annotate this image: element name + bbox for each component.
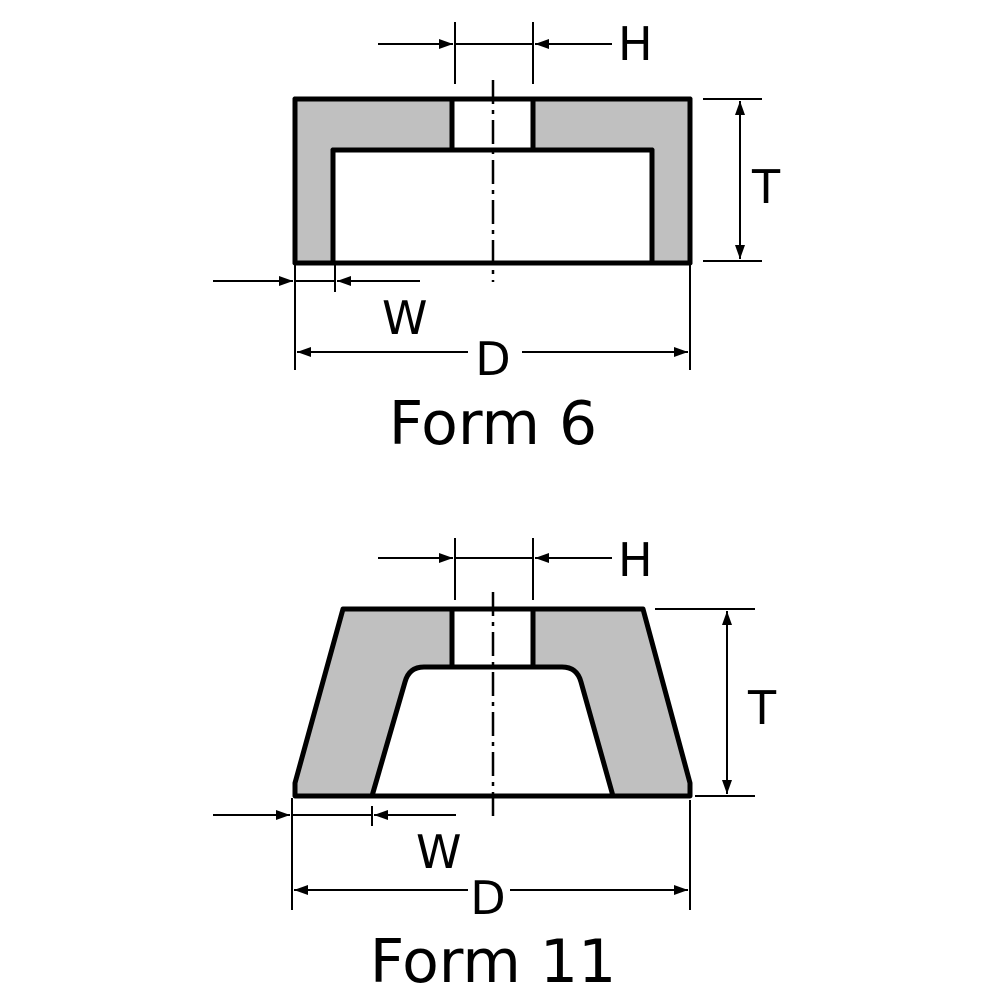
form-6-label-w: W xyxy=(382,291,427,345)
form-11-drawing: H T W D Form 11 xyxy=(213,533,777,997)
form-11-label-h: H xyxy=(618,533,653,587)
form-11-dim-d: D xyxy=(294,800,691,925)
form-11-label-t: T xyxy=(747,681,777,735)
form-6-title: Form 6 xyxy=(389,389,597,459)
form-11-label-d: D xyxy=(470,871,505,925)
form-11-dim-w: W xyxy=(213,798,461,910)
form-6-drawing: H T W D Form 6 xyxy=(213,17,781,459)
form-11-dim-t: T xyxy=(655,608,777,797)
form-6-dim-h: H xyxy=(378,17,653,84)
form-6-label-h: H xyxy=(618,17,653,71)
form-11-title: Form 11 xyxy=(370,927,617,997)
form-11-dim-h: H xyxy=(378,533,653,600)
form-6-label-t: T xyxy=(751,160,781,214)
form-11-label-w: W xyxy=(416,825,461,879)
form-6-dim-t: T xyxy=(703,98,781,262)
form-6-label-d: D xyxy=(475,332,510,386)
form-6-dim-d: D xyxy=(297,265,691,386)
form-6-dim-w: W xyxy=(213,265,427,370)
